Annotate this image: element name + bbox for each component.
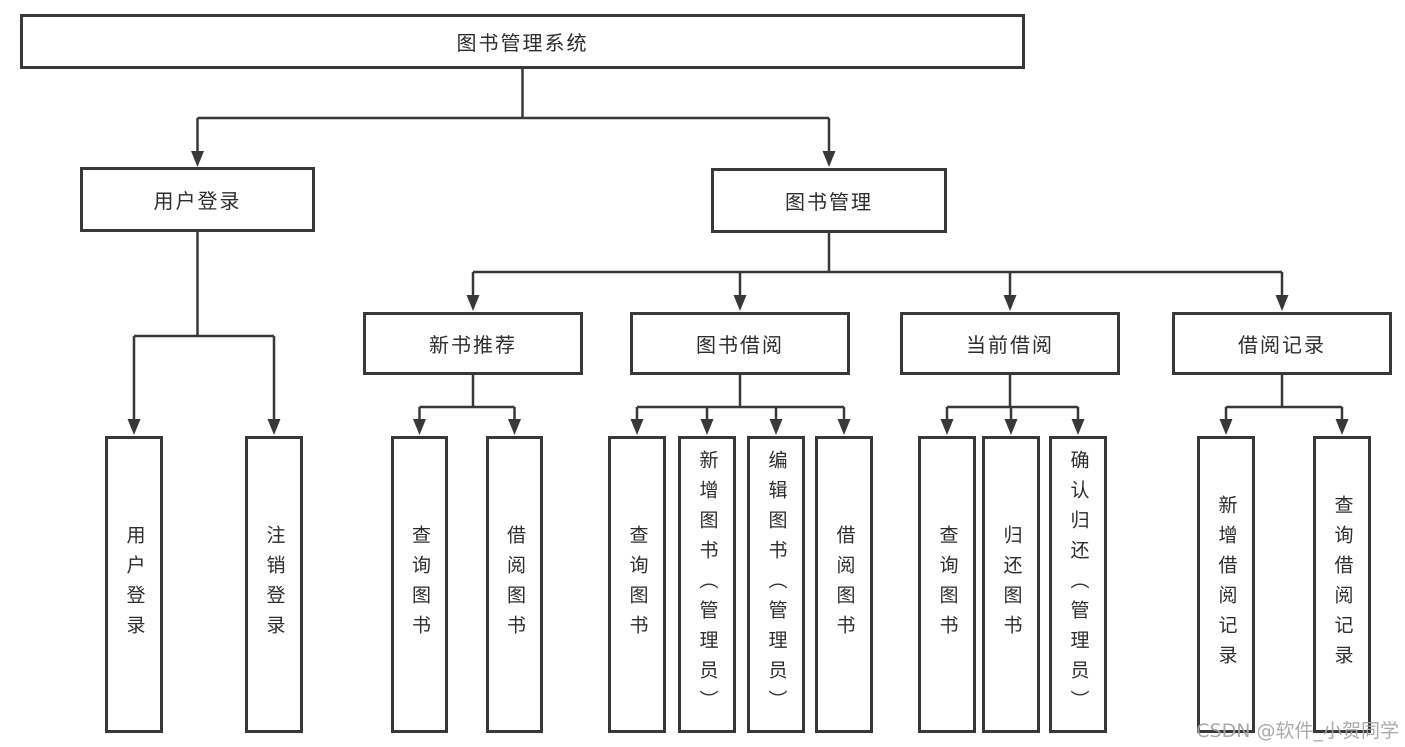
leaf-label: 用户登录	[123, 524, 146, 645]
leaf-label: 编辑图书（管理员）	[765, 449, 788, 720]
leaf-query-books-recommend: 查询图书	[391, 436, 448, 733]
leaf-user-login: 用户登录	[105, 436, 163, 733]
node-label: 用户登录	[153, 189, 242, 213]
leaf-label: 查询借阅记录	[1331, 494, 1354, 675]
node-label: 图书管理系统	[456, 31, 589, 55]
node-current-borrowing: 当前借阅	[900, 312, 1120, 375]
node-label: 新书推荐	[429, 333, 517, 357]
leaf-label: 借阅图书	[833, 524, 856, 645]
node-library-management-system: 图书管理系统	[20, 14, 1025, 69]
csdn-watermark: CSDN @软件_小贺同学	[1196, 720, 1399, 742]
leaf-label: 查询图书	[936, 524, 959, 645]
leaf-label: 确认归还（管理员）	[1067, 449, 1090, 720]
leaf-edit-book-admin: 编辑图书（管理员）	[747, 436, 805, 733]
leaf-confirm-return-admin: 确认归还（管理员）	[1049, 436, 1107, 733]
leaf-label: 借阅图书	[504, 524, 526, 645]
leaf-label: 新增借阅记录	[1215, 494, 1238, 675]
leaf-logout: 注销登录	[245, 436, 303, 733]
leaf-label: 查询图书	[626, 524, 649, 645]
leaf-add-book-admin: 新增图书（管理员）	[678, 436, 736, 733]
leaf-add-borrow-record: 新增借阅记录	[1197, 436, 1255, 733]
leaf-query-books-borrow: 查询图书	[608, 436, 666, 733]
leaf-query-borrow-record: 查询借阅记录	[1313, 436, 1371, 733]
node-user-login: 用户登录	[80, 167, 315, 232]
leaf-label: 查询图书	[409, 524, 431, 645]
node-label: 借阅记录	[1238, 333, 1326, 357]
leaf-borrow-books-recommend: 借阅图书	[486, 436, 543, 733]
leaf-label: 新增图书（管理员）	[696, 449, 719, 720]
node-label: 图书管理	[785, 190, 873, 214]
leaf-return-book: 归还图书	[982, 436, 1040, 733]
node-new-book-recommendation: 新书推荐	[363, 312, 583, 375]
leaf-label: 归还图书	[1000, 524, 1023, 645]
node-book-borrowing: 图书借阅	[630, 312, 850, 375]
leaf-label: 注销登录	[263, 524, 286, 645]
leaf-query-books-current: 查询图书	[918, 436, 976, 733]
node-label: 图书借阅	[696, 333, 784, 357]
node-label: 当前借阅	[966, 333, 1054, 357]
node-book-management: 图书管理	[711, 168, 947, 233]
leaf-borrow-books: 借阅图书	[815, 436, 873, 733]
node-borrowing-records: 借阅记录	[1172, 312, 1392, 375]
